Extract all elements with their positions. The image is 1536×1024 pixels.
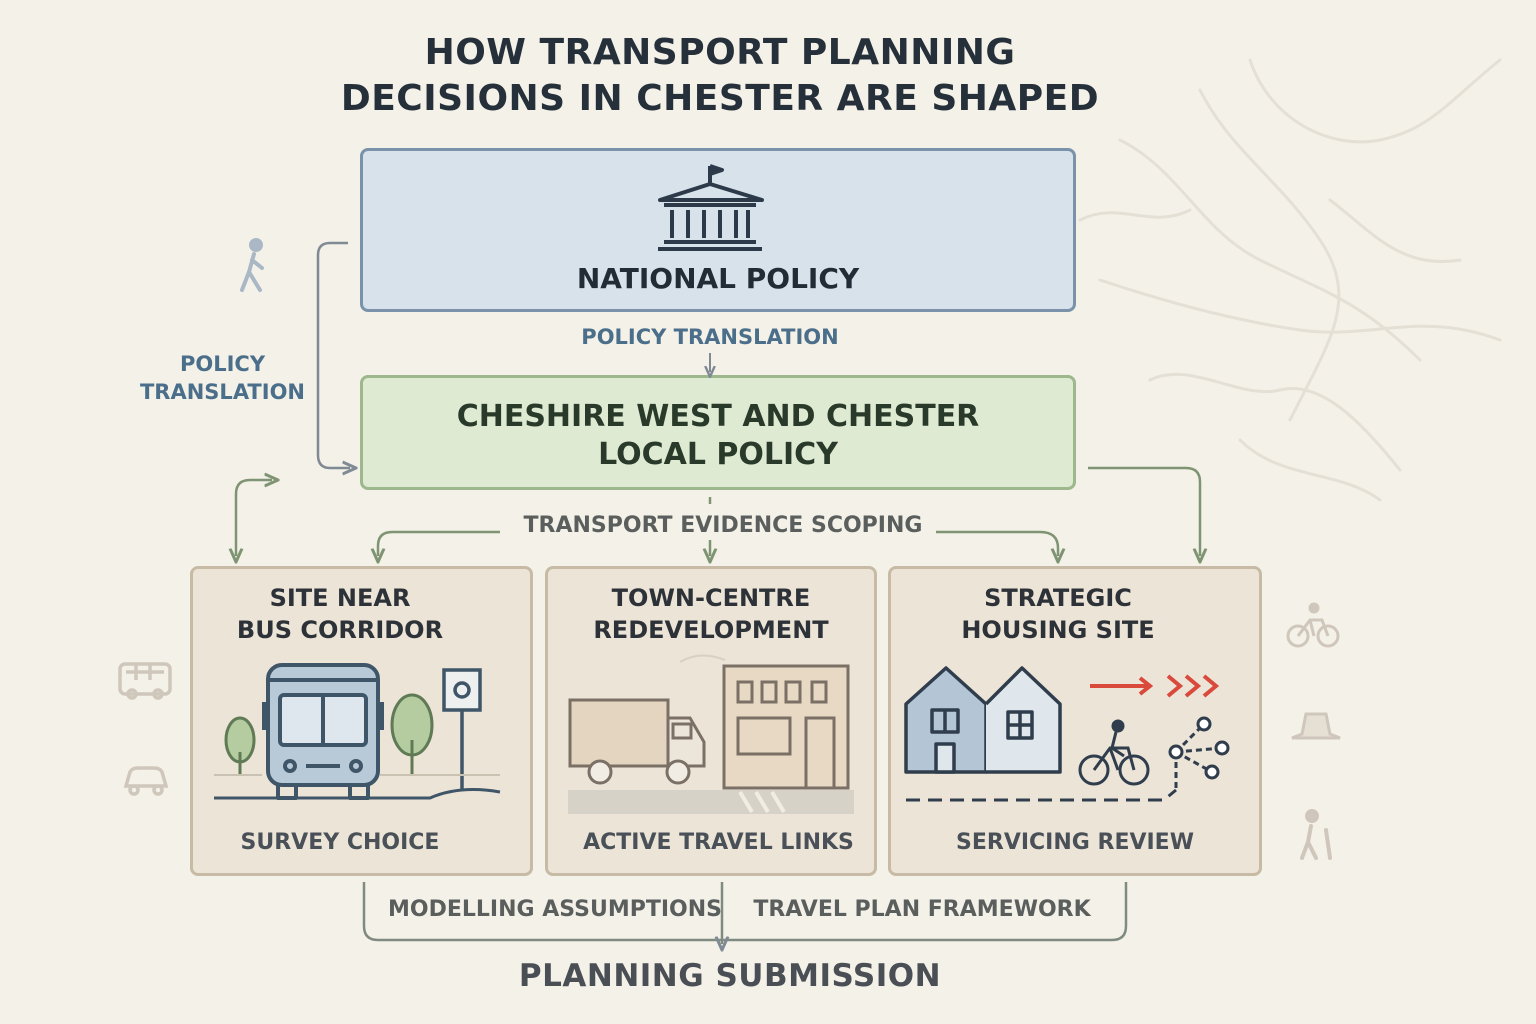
local-policy-line-1: CHESHIRE WEST AND CHESTER [456, 399, 980, 434]
title-line-2: DECISIONS IN CHESTER ARE SHAPED [340, 78, 1100, 119]
local-policy-line-2: LOCAL POLICY [598, 437, 838, 472]
card-2-footer: ACTIVE TRAVEL LINKS [583, 830, 854, 855]
card-3-footer: SERVICING REVIEW [956, 830, 1194, 855]
card-1-title: SITE NEAR BUS CORRIDOR [190, 582, 490, 646]
policy-translation-center-label: POLICY TRANSLATION [581, 325, 839, 349]
card-3-title: STRATEGIC HOUSING SITE [888, 582, 1228, 646]
planning-submission-label: PLANNING SUBMISSION [518, 958, 942, 994]
card-1-footer: SURVEY CHOICE [240, 830, 440, 855]
travel-plan-framework-label: TRAVEL PLAN FRAMEWORK [753, 897, 1091, 922]
title-line-1: HOW TRANSPORT PLANNING [424, 32, 1016, 73]
local-policy-box [360, 375, 1076, 490]
national-policy-label: NATIONAL POLICY [576, 262, 860, 295]
card-1-title-line-1: SITE NEAR [269, 584, 411, 612]
local-policy-label: CHESHIRE WEST AND CHESTER LOCAL POLICY [360, 398, 1076, 474]
diagram-title: HOW TRANSPORT PLANNING DECISIONS IN CHES… [300, 30, 1140, 122]
card-2-title-line-1: TOWN-CENTRE [611, 584, 811, 612]
card-2-title-line-2: REDEVELOPMENT [593, 616, 829, 644]
policy-translation-side-line-1: POLICY [179, 352, 266, 376]
policy-translation-side-line-2: TRANSLATION [139, 380, 306, 404]
card-3-title-line-1: STRATEGIC [984, 584, 1132, 612]
card-3-title-line-2: HOUSING SITE [961, 616, 1155, 644]
card-1-title-line-2: BUS CORRIDOR [236, 616, 444, 644]
card-2-title: TOWN-CENTRE REDEVELOPMENT [545, 582, 877, 646]
transport-evidence-scoping-label: TRANSPORT EVIDENCE SCOPING [500, 513, 946, 538]
policy-translation-side-label: POLICY TRANSLATION [130, 350, 315, 406]
modelling-assumptions-label: MODELLING ASSUMPTIONS [388, 897, 722, 922]
